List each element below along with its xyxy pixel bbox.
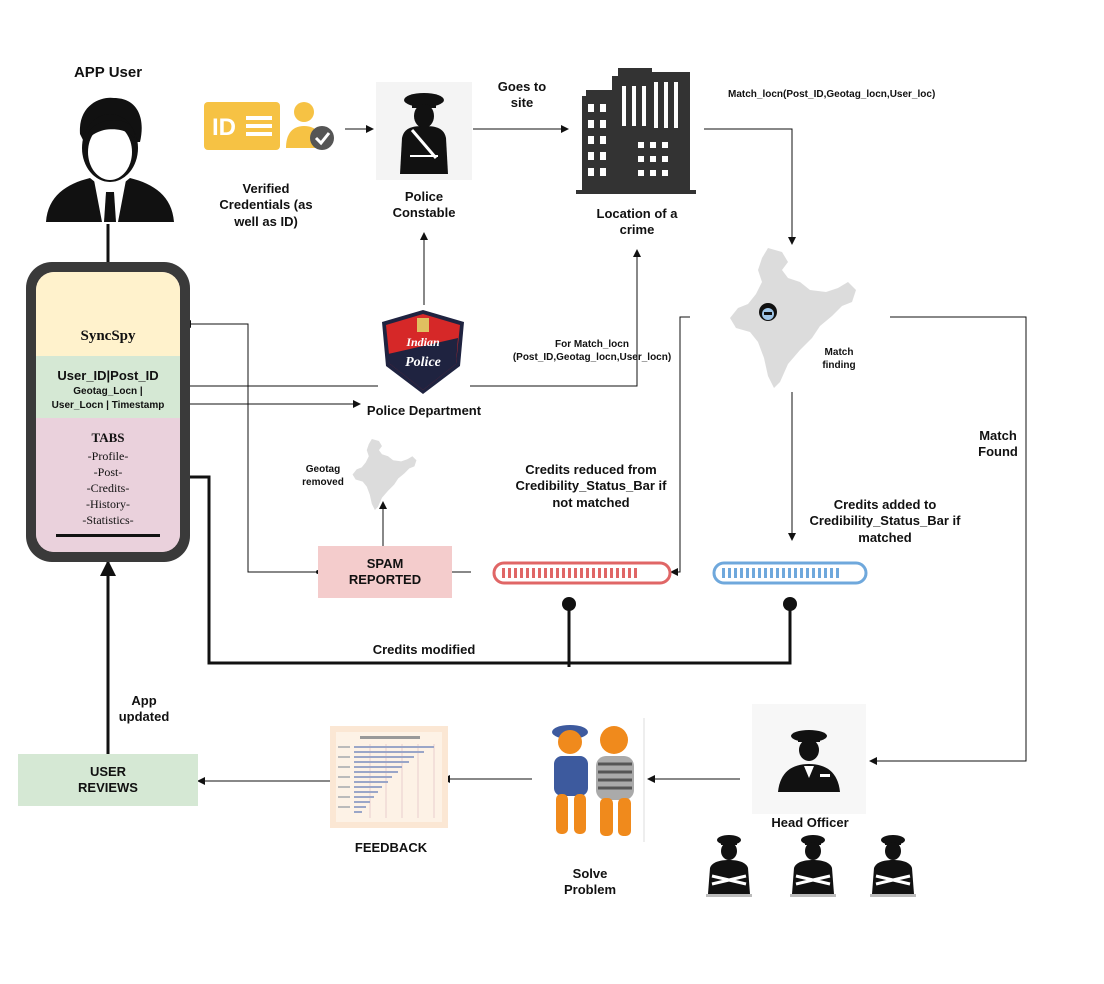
tab-credits[interactable]: -Credits-	[86, 481, 130, 495]
for-match-locn-label: For Match_locn (Post_ID,Geotag_locn,User…	[512, 339, 672, 363]
meta-title: User_ID|Post_ID	[57, 368, 159, 383]
tab-history[interactable]: -History-	[86, 497, 130, 511]
tabs-section: TABS -Profile- -Post- -Credits- -History…	[36, 418, 180, 552]
match-finding-label: Match finding	[822, 347, 856, 371]
credibility-bar-blue	[712, 561, 868, 585]
india-map-icon	[730, 248, 856, 388]
match-found-label: Match Found	[978, 428, 1018, 460]
officer-icon	[790, 835, 836, 897]
tabs-title: TABS	[91, 430, 125, 445]
meta-line2: User_Locn | Timestamp	[51, 400, 165, 411]
credits-modified-label: Credits modified	[372, 642, 476, 657]
user-reviews-box: USER REVIEWS	[18, 754, 198, 806]
credits-reduced-label: Credits reduced from Credibility_Status_…	[515, 462, 667, 510]
svg-text:ID: ID	[212, 114, 236, 141]
credibility-bar-red	[492, 561, 672, 585]
post-meta-section: User_ID|Post_ID Geotag_Locn | User_Locn …	[36, 356, 180, 418]
feedback-label: FEEDBACK	[354, 840, 428, 855]
police-badge-icon: Indian Police	[382, 310, 464, 394]
police-department-label: Police Department	[366, 403, 482, 418]
app-name: SyncSpy	[80, 328, 136, 344]
officer-icon	[870, 835, 916, 897]
location-of-crime-label: Location of a crime	[596, 206, 678, 238]
head-officer-label: Head Officer	[771, 815, 849, 830]
user-avatar-icon	[46, 97, 174, 222]
police-constable-icon	[400, 93, 448, 174]
geotag-removed-label: Geotag removed	[302, 464, 344, 488]
tab-statistics[interactable]: -Statistics-	[82, 513, 134, 527]
police-constable-label: Police Constable	[392, 189, 456, 221]
spam-reported-box: SPAM REPORTED	[318, 546, 452, 598]
match-locn-label: Match_locn(Post_ID,Geotag_locn,User_loc)	[728, 89, 936, 100]
verified-credentials-label: Verified Credentials (as well as ID)	[219, 181, 313, 229]
credits-added-label: Credits added to Credibility_Status_Bar …	[809, 497, 961, 545]
app-header-section: SyncSpy	[36, 272, 180, 356]
tab-post[interactable]: -Post-	[93, 465, 123, 479]
syncspy-phone: SyncSpy User_ID|Post_ID Geotag_Locn | Us…	[26, 262, 190, 562]
india-map-small-icon	[352, 439, 417, 510]
police-arrest-icon	[552, 718, 645, 842]
id-card-icon: ID	[204, 102, 280, 150]
verified-user-icon	[286, 102, 334, 150]
user-reviews-text: USER REVIEWS	[78, 763, 138, 795]
badge-line2: Police	[405, 355, 441, 370]
phone-screen: SyncSpy User_ID|Post_ID Geotag_Locn | Us…	[36, 272, 180, 552]
officer-icon	[706, 835, 752, 897]
head-officer-icon	[778, 730, 840, 792]
goes-to-site-label: Goes to site	[497, 79, 547, 111]
spam-reported-text: SPAM REPORTED	[348, 555, 422, 587]
app-updated-label: App updated	[118, 693, 170, 725]
meta-line1: Geotag_Locn |	[73, 386, 143, 397]
app-user-label: APP User	[73, 64, 143, 81]
buildings-icon	[576, 68, 696, 194]
badge-line1: Indian	[405, 335, 440, 349]
home-indicator	[56, 534, 160, 537]
tab-profile[interactable]: -Profile-	[87, 449, 129, 463]
solve-problem-label: Solve Problem	[563, 866, 616, 898]
feedback-chart-icon	[330, 726, 448, 828]
